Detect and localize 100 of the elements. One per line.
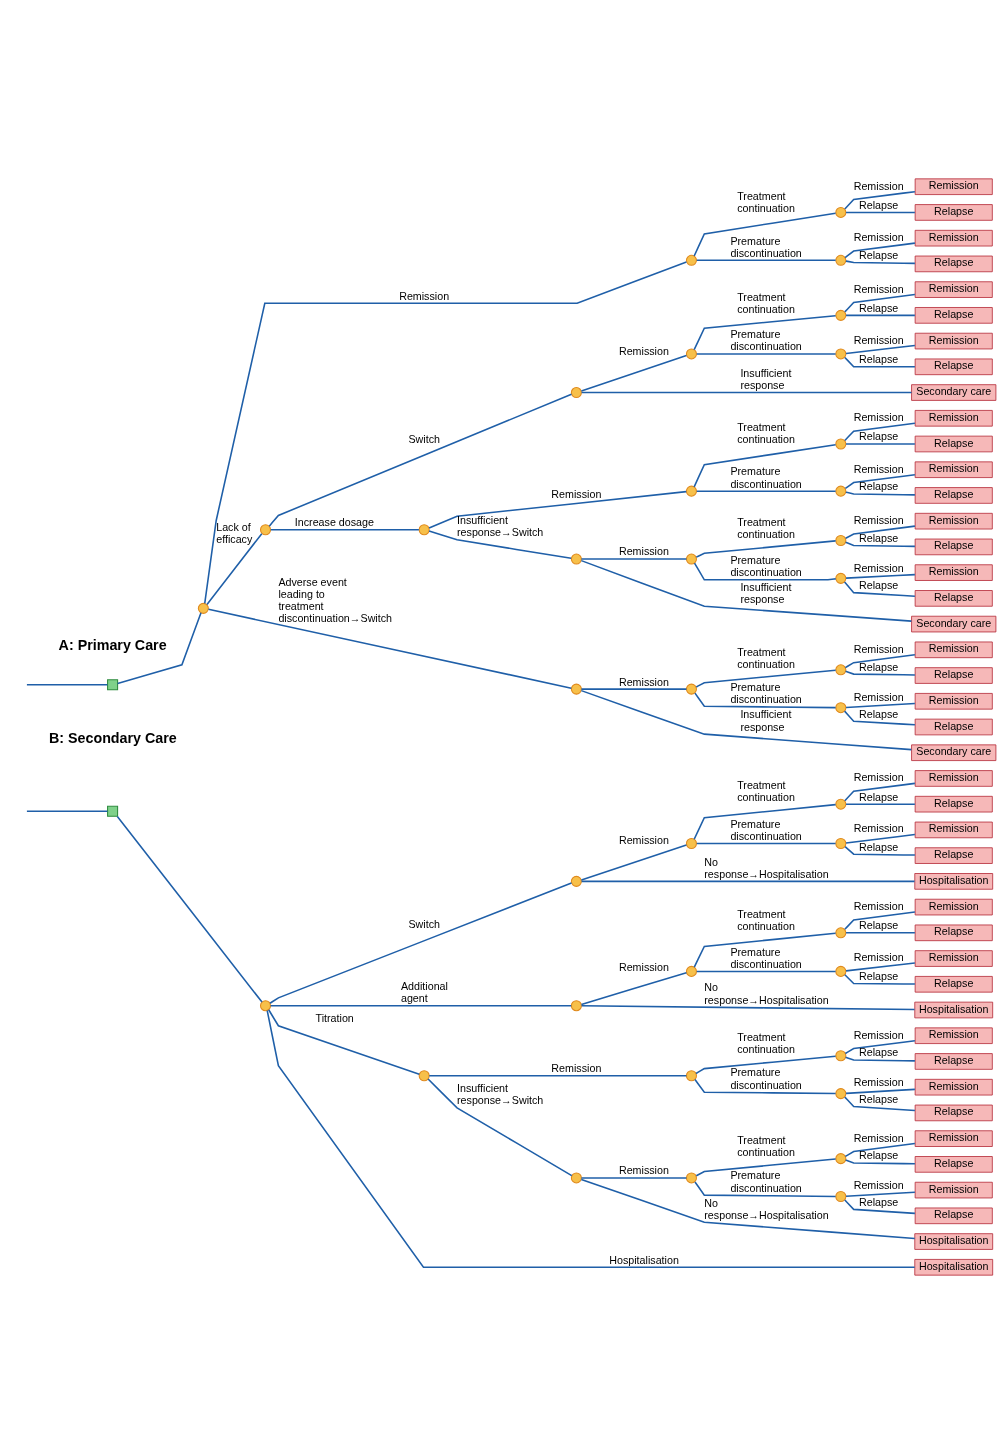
connector (695, 1055, 837, 1075)
node-box: Remission (914, 512, 993, 530)
connector (844, 845, 916, 856)
node-box: Relapse (914, 718, 993, 736)
node-box: Remission (914, 1078, 993, 1096)
edge-label: Relapse (859, 430, 899, 443)
connector (694, 692, 837, 709)
node-box: Remission (914, 229, 993, 247)
edge-label: Remission (618, 675, 669, 688)
edge-label: Lack of efficacy (216, 521, 253, 546)
connector (843, 581, 916, 597)
edge-label: Remission (618, 545, 669, 558)
node-box: Relapse (914, 590, 993, 607)
node-box: Hospitalisation (914, 1001, 994, 1019)
connector (845, 803, 916, 805)
node-circle (570, 1172, 582, 1184)
edge-label: Remission (853, 282, 904, 295)
node-circle (685, 348, 697, 360)
node-box: Relapse (914, 307, 993, 324)
edge-label: Remission (853, 561, 904, 574)
connector (26, 810, 109, 813)
node-circle (835, 837, 847, 850)
connector (695, 1158, 837, 1177)
edge-label: Switch (408, 917, 440, 930)
connector (695, 259, 837, 262)
node-circle (835, 309, 847, 321)
edge-label: Premature discontinuation (730, 680, 802, 705)
node-circle (835, 1088, 847, 1100)
connector (845, 833, 916, 844)
connector (580, 558, 688, 560)
node-box: Relapse (914, 204, 993, 221)
node-circle (418, 524, 430, 536)
edge-label: Premature discontinuation (730, 817, 802, 842)
node-circle (685, 485, 697, 497)
edge-label: No response→Hospitalisation (704, 981, 829, 1006)
connector (844, 242, 916, 259)
edge-label: Premature discontinuation (730, 945, 802, 970)
connector (693, 212, 837, 257)
node-circle (685, 1070, 697, 1082)
connector (695, 540, 837, 558)
edge-label: Relapse (859, 1149, 899, 1162)
node-box (107, 805, 119, 817)
connector (844, 653, 916, 669)
connector (580, 354, 688, 392)
connector (580, 1177, 688, 1179)
node-box: Remission (914, 1027, 993, 1044)
edge-label: Remission (399, 289, 450, 302)
node-circle (835, 798, 847, 810)
node-box: Relapse (914, 358, 993, 376)
edge-label: Titration (315, 1012, 354, 1025)
edge-label: No response→Hospitalisation (704, 855, 829, 880)
edge-label: Premature discontinuation (730, 1169, 802, 1194)
connector (844, 422, 916, 442)
node-circle (835, 927, 847, 939)
edge-label: Remission (618, 834, 669, 847)
connector (844, 541, 916, 548)
connector (26, 684, 109, 686)
connector (269, 1004, 573, 1007)
edge-label: Relapse (859, 353, 899, 366)
edge-label: Remission (618, 1164, 669, 1177)
node-box: Hospitalisation (914, 1233, 994, 1250)
node-box: Remission (914, 641, 993, 659)
connector (580, 689, 913, 751)
node-circle (418, 1070, 430, 1082)
connector (428, 1074, 688, 1077)
node-circle (570, 1000, 582, 1012)
edge-label: Insufficient response (740, 580, 792, 605)
connector (270, 528, 420, 531)
connector (845, 932, 916, 934)
edge-label: Treatment continuation (737, 907, 795, 932)
connector (695, 669, 837, 688)
node-circle (835, 206, 847, 218)
connector (694, 1181, 837, 1198)
edge-label: Premature discontinuation (730, 554, 802, 579)
edge-label: Treatment continuation (737, 516, 795, 541)
connector (845, 962, 916, 972)
node-box: Remission (914, 770, 993, 787)
node-box: Secondary care (911, 615, 997, 633)
connector (580, 1178, 916, 1240)
connector (845, 702, 916, 709)
node-box: Relapse (914, 795, 993, 813)
connector (269, 882, 573, 1004)
edge-label: Premature discontinuation (730, 1066, 802, 1091)
edge-label: Remission (853, 1131, 904, 1144)
node-circle (835, 438, 847, 450)
node-circle (260, 524, 272, 536)
connector (116, 612, 202, 685)
edge-label: Remission (853, 771, 904, 784)
connector (844, 1159, 916, 1165)
connector (693, 932, 837, 968)
edge-label: Remission (853, 1179, 904, 1192)
connector (844, 525, 916, 540)
node-box: Secondary care (911, 384, 997, 401)
node-box: Relapse (914, 847, 993, 864)
edge-label: Treatment continuation (737, 1133, 795, 1158)
edge-label: Remission (618, 345, 669, 358)
connector (845, 314, 916, 317)
connector (844, 1056, 916, 1062)
edge-label: Relapse (859, 1195, 899, 1208)
connector (116, 815, 263, 1003)
